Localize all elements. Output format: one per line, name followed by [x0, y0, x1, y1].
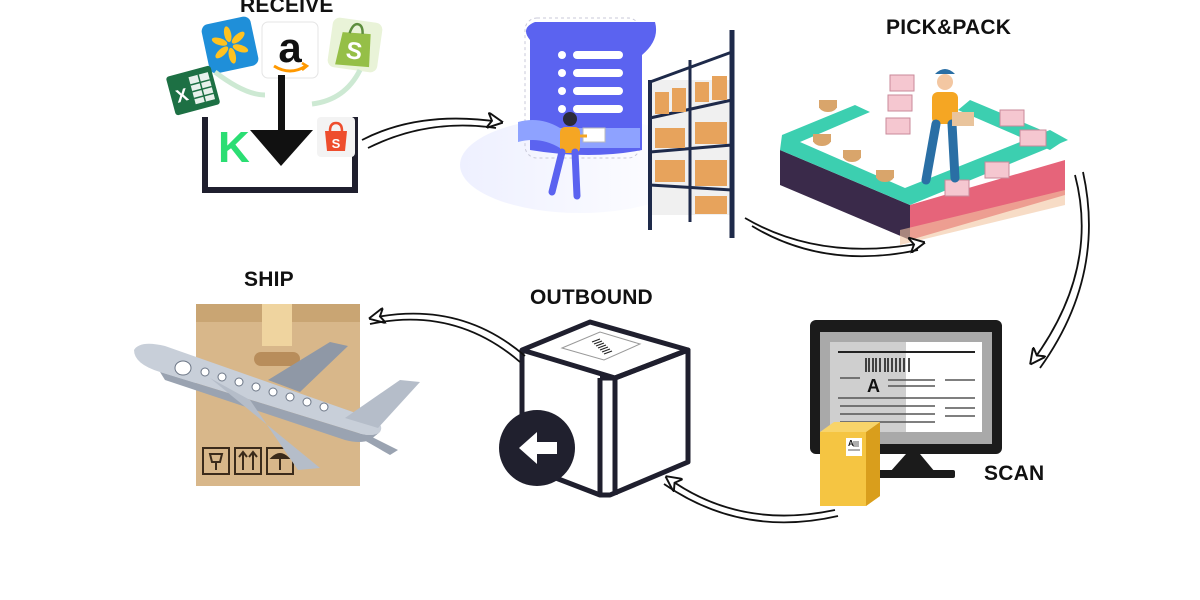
flow-arrows: [361, 119, 1090, 524]
kickstarter-icon: K: [218, 123, 250, 172]
shopify-icon: S: [327, 17, 383, 73]
warehouse-shelf-icon: [648, 30, 735, 238]
feed-arrow-right-icon: [311, 68, 363, 107]
receive-group: a S X K: [166, 16, 383, 193]
pick-pack-group: [780, 69, 1068, 245]
parcel-icon: A: [820, 422, 880, 506]
scan-label: SCAN: [984, 462, 1045, 485]
excel-icon: X: [166, 65, 220, 116]
arrow-pickpack-to-scan: [1032, 171, 1090, 369]
svg-text:X: X: [174, 84, 191, 106]
pick-pack-label: PICK&PACK: [886, 16, 1012, 39]
arrow-outbound-to-ship: [370, 314, 526, 363]
outbound-group: [499, 319, 691, 498]
outbound-label-icon: [560, 331, 642, 361]
shipping-label-icon: A: [830, 342, 982, 432]
outbound-label: OUTBOUND: [530, 286, 653, 309]
scan-group: A A: [810, 320, 1002, 506]
conveyor-icon: [780, 74, 1068, 245]
amazon-icon: a: [261, 21, 319, 79]
down-arrow-icon: [250, 75, 313, 166]
ship-label: SHIP: [244, 268, 294, 291]
walmart-icon: [201, 16, 259, 74]
shopee-icon: S: [317, 117, 355, 157]
parcel-label-letter: A: [848, 439, 854, 448]
packer-worker-icon: [921, 69, 974, 185]
scan-label-letter: A: [867, 376, 880, 396]
arrow-receive-to-process: [361, 119, 500, 149]
svg-text:a: a: [278, 24, 302, 71]
worker-icon: [548, 112, 606, 200]
arrow-process-to-pickpack: [744, 217, 922, 258]
ship-group: [134, 304, 420, 486]
feed-arrow-left-icon: [213, 70, 266, 98]
airplane-icon: [134, 342, 420, 470]
left-arrow-badge-icon: [499, 410, 575, 486]
inbox-tray-icon: [202, 117, 358, 193]
svg-text:S: S: [344, 37, 364, 66]
receive-label: RECEIVE: [240, 0, 334, 17]
order-processing-group: [460, 17, 735, 238]
svg-text:S: S: [332, 136, 341, 151]
arrow-scan-to-outbound: [663, 478, 839, 524]
